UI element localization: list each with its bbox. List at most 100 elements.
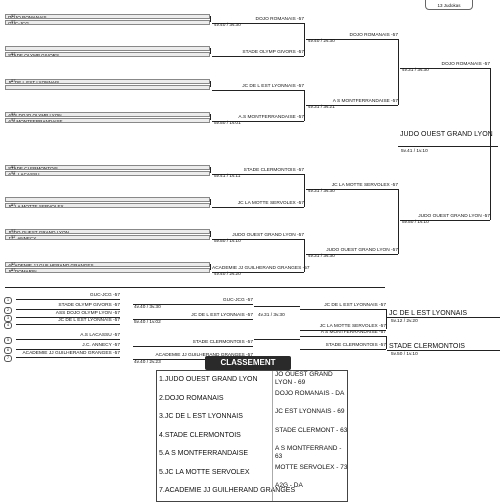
round1-connector — [210, 81, 211, 87]
repechage-slot[interactable]: JC DE L EST LYONNAIS -57 — [16, 318, 120, 325]
round1-slot-bottom[interactable]: JC DOMARIN — [5, 268, 210, 273]
round2-score: 5v.50 / 1v.01 — [214, 121, 241, 126]
round1-connector — [210, 231, 211, 237]
round1-connector — [210, 114, 211, 120]
repechage-slot-number: 1 — [4, 297, 12, 304]
round1-connector — [210, 199, 211, 205]
round1-bottom-weight: -57 — [10, 235, 16, 239]
round3-winner: A S MONTFERRANDAISE -57 — [306, 99, 398, 106]
round1-bottom-weight: -57 — [10, 171, 16, 175]
repechage-round2-winner: ACADEMIE JJ GUILHERAND GRANGES -57 — [133, 353, 253, 360]
bronze-winner-2-name: STADE CLERMONTOIS — [389, 343, 465, 350]
round1-top-weight: -57 — [10, 229, 16, 233]
round1-slot-bottom[interactable]: A.S. LACASSU — [5, 171, 210, 176]
round1-slot-bottom[interactable]: GUC-JCG — [5, 20, 210, 25]
round2-winner: ACADEMIE JJ GUILHERAND GRANGES -57 — [212, 266, 310, 273]
round2-connector — [304, 174, 305, 207]
classement-rank: 7.ACADEMIE JJ GUILHERAND GRANGES — [159, 487, 296, 494]
repechage-round4-entry: JC LA MOTTE SERVOLEX -57 — [300, 324, 386, 331]
round1-slot-top[interactable]: ACADEMIE JJ GUILHERAND GRANGES — [5, 262, 210, 267]
repechage-round2-score: 4v.40 / 3v.30 — [134, 305, 161, 310]
round2-connector — [304, 23, 305, 56]
round4-winner: DOJO ROMANAIS -57 — [400, 62, 490, 69]
round4-score: 5v.50 / 1v.10 — [402, 220, 429, 225]
repechage-slot[interactable]: J.C. ANNECY -57 — [16, 343, 120, 350]
repechage-round2-score: 4v.40 / 2v.23 — [134, 360, 161, 365]
round1-slot-top[interactable] — [5, 46, 210, 51]
round2-winner: JC DE L EST LYONNAIS -57 — [212, 84, 304, 91]
classement-club: DOJO ROMANAIS - DA — [272, 389, 350, 409]
round1-slot-top[interactable]: JUDO OUEST GRAND LYON — [5, 229, 210, 234]
repechage-slot-number: 5 — [4, 337, 12, 344]
classement-row: 5.A S MONTFERRANDAISE A S MONTFERRAND - 6… — [157, 445, 347, 464]
classement-club: A2G - DA — [272, 482, 350, 501]
round2-winner: A.S MONTFERRANDAISE -57 — [212, 115, 304, 122]
round4-winner: JUDO OUEST GRAND LYON -57 — [400, 214, 490, 221]
round1-slot-top[interactable]: DOJO ROMANAIS — [5, 14, 210, 19]
repechage-round2-winner: JC DE L EST LYONNAIS -57 — [133, 313, 253, 320]
repechage-connector — [386, 336, 387, 349]
bronze-winner-1-score: 5v.12 / 2v.20 — [391, 319, 418, 324]
round1-bottom-weight: -57 — [10, 268, 16, 272]
repechage-slot-number: 2 — [4, 307, 12, 314]
judokas-count-badge: 13 Judokas — [425, 0, 473, 10]
round1-slot-bottom[interactable] — [5, 85, 210, 90]
round2-winner: STADE OLYMP GIVORS -57 — [212, 50, 304, 57]
classement-row: 2.DOJO ROMANAIS DOJO ROMANAIS - DA — [157, 389, 350, 409]
round1-bottom-weight: -57 — [10, 203, 16, 207]
round1-slot-bottom[interactable]: STADE OLYMP GIVORS — [5, 52, 210, 57]
round1-bottom-weight: -57 — [10, 52, 16, 56]
round1-slot-top[interactable]: STADE CLERMONTOIS — [5, 165, 210, 170]
round1-top-weight: -57 — [10, 14, 16, 18]
repechage-round4-entry: JC DE L EST LYONNAIS -57 — [300, 303, 386, 310]
round4-score: 4v.31 / 3v.30 — [402, 68, 429, 73]
round1-slot-top[interactable]: JC DE L EST LYONNAIS — [5, 79, 210, 84]
classement-club: MOTTE SERVOLEX - 73 — [272, 463, 350, 483]
classement-rank: 5.A S MONTFERRANDAISE — [159, 450, 249, 457]
repechage-connector — [386, 309, 387, 329]
round1-slot-bottom[interactable]: A S MONTFERRANDAISE — [5, 118, 210, 123]
final-winner-name: JUDO OUEST GRAND LYON — [400, 131, 493, 138]
round1-bottom-weight: -57 — [10, 20, 16, 24]
round3-score: 4v.31 / 3v.30 — [308, 189, 335, 194]
round1-top-weight: -57 — [10, 112, 16, 116]
round1-connector — [210, 167, 211, 173]
classement-club: A S MONTFERRAND - 63 — [272, 445, 350, 464]
round4-connector — [490, 68, 491, 220]
classement-rank: 5.JC LA MOTTE SERVOLEX — [159, 468, 250, 476]
round1-slot-top[interactable] — [5, 197, 210, 202]
round3-connector — [398, 189, 399, 254]
repechage-round3-winner — [254, 339, 300, 340]
repechage-slot[interactable]: A.S LACASSU -57 — [16, 333, 120, 340]
round3-score: 4v.31 / 3v.30 — [308, 254, 335, 259]
round3-score: 4v.40 / 2v.30 — [308, 39, 335, 44]
repechage-slot-number: 3 — [4, 315, 12, 322]
round1-slot-top[interactable]: ASS DOJO OLYMP LYON — [5, 112, 210, 117]
round2-score: 5v.50 / 1v.10 — [214, 239, 241, 244]
repechage-round2-score: 5v.40 / 1v.02 — [134, 320, 161, 325]
round1-slot-bottom[interactable]: J.C. ANNECY — [5, 235, 210, 240]
repechage-slot[interactable]: ASS DOJO OLYMP LYON -57 — [16, 311, 120, 318]
classement-club: JC EST LYONNAIS - 69 — [272, 408, 350, 427]
classement-row: 3.JC DE L EST LYONNAIS JC EST LYONNAIS - … — [157, 408, 347, 427]
bronze-winner-2-score: 5v.50 / 1v.10 — [391, 352, 418, 357]
round1-bottom-weight: -57 — [10, 118, 16, 122]
round2-winner: JUDO OUEST GRAND LYON -57 — [212, 233, 304, 240]
classement-rank: 2.DOJO ROMANAIS — [159, 394, 224, 402]
repechage-round2-winner: GUC-JCG -57 — [133, 298, 253, 305]
classement-rank: 3.JC DE L EST LYONNAIS — [159, 413, 243, 420]
repechage-separator — [5, 287, 385, 288]
round3-connector — [398, 39, 399, 105]
repechage-slot[interactable]: GUC-JCG -57 — [16, 293, 120, 300]
final-winner-score: 5v.41 / 1v.10 — [401, 149, 428, 154]
round3-winner: JUDO OUEST GRAND LYON -57 — [306, 248, 398, 255]
round1-slot-bottom[interactable]: JC LA MOTTE SERVOLEX — [5, 203, 210, 208]
repechage-slot[interactable]: ACADEMIE JJ GUILHERAND GRANGES -57 — [16, 351, 120, 358]
classement-rank: 4.STADE CLERMONTOIS — [159, 431, 241, 439]
round2-connector — [304, 239, 305, 272]
round1-connector — [210, 16, 211, 22]
round2-winner: JC LA MOTTE SERVOLEX -57 — [212, 201, 304, 208]
repechage-slot[interactable]: STADE OLYMP GIVORS -57 — [16, 303, 120, 310]
